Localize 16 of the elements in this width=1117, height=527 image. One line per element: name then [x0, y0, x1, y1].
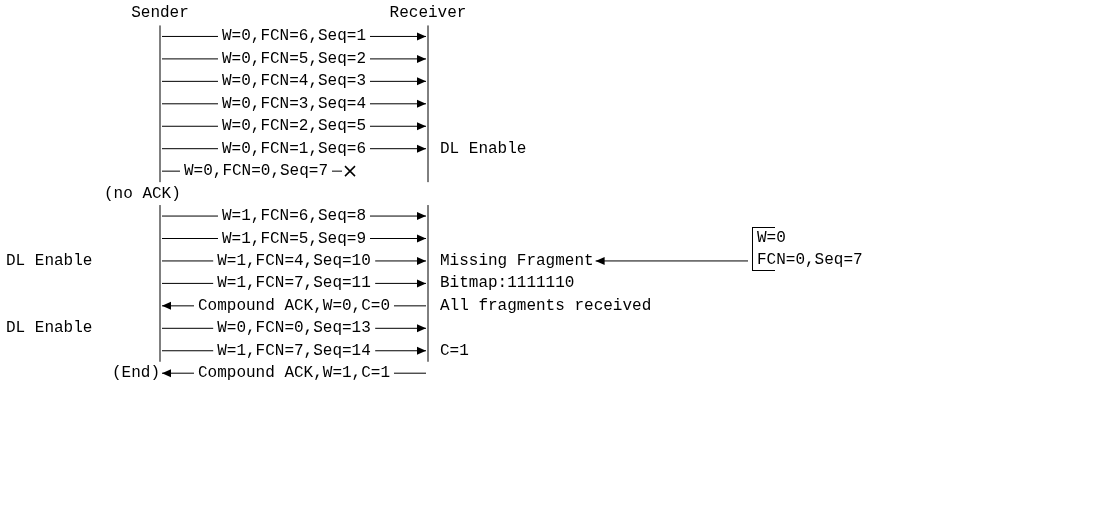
note-text: (no ACK) [104, 183, 181, 205]
note-text: All fragments received [440, 295, 652, 317]
participant-label: Receiver [388, 3, 468, 24]
note-text: FCN=0,Seq=7 [757, 249, 863, 271]
note-text: (End) [112, 363, 160, 385]
note-text: DL Enable [440, 138, 527, 160]
note-text: Missing Fragment [440, 249, 594, 272]
note-text: DL Enable [6, 250, 93, 272]
note-text: W=0 [757, 227, 787, 249]
arrow [595, 256, 749, 265]
note-text: DL Enable [6, 318, 93, 340]
edge-label: Compound ACK,W=0,C=0 [194, 295, 394, 316]
note-text: C=1 [440, 340, 469, 362]
note-text: Bitmap:1111110 [440, 273, 575, 295]
participant-label: Sender [130, 3, 190, 24]
bracket-note [752, 226, 863, 272]
